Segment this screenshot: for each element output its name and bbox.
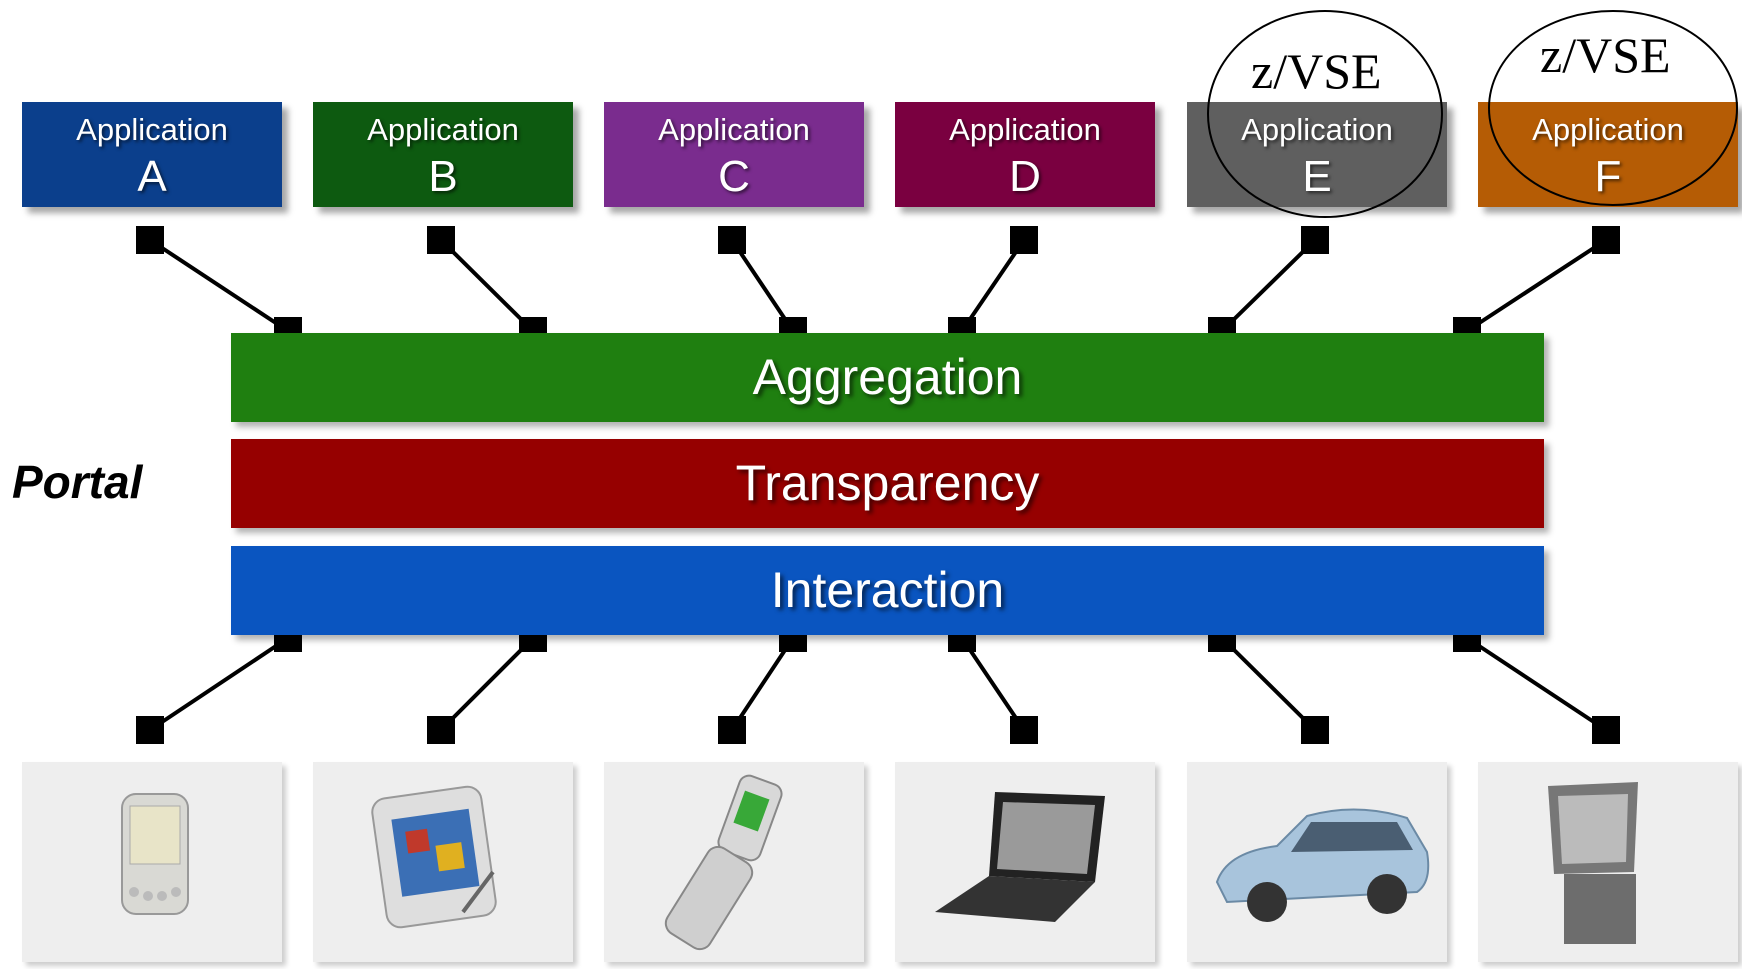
flip-phone-icon xyxy=(664,774,783,951)
application-title: Application xyxy=(367,112,519,147)
application-c-box: Application C xyxy=(604,102,864,207)
application-title: Application xyxy=(1532,112,1684,147)
zvse-label-f: z/VSE xyxy=(1540,27,1671,83)
car-icon xyxy=(1215,808,1430,922)
laptop-icon xyxy=(935,792,1105,922)
application-letter: A xyxy=(137,152,167,201)
device-tile-tablet xyxy=(313,762,573,962)
application-letter: F xyxy=(1594,152,1622,201)
application-letter: B xyxy=(428,152,458,201)
application-letter: D xyxy=(1009,152,1041,201)
transparency-layer: Transparency xyxy=(231,439,1544,528)
application-a-box: Application A xyxy=(22,102,282,207)
device-tile-phone xyxy=(604,762,864,962)
application-title: Application xyxy=(76,112,228,147)
portal-label: Portal xyxy=(12,456,143,508)
aggregation-layer: Aggregation xyxy=(231,333,1544,422)
device-tile-laptop xyxy=(895,762,1155,962)
kiosk-icon xyxy=(1548,782,1638,944)
interaction-layer: Interaction xyxy=(231,546,1544,635)
application-title: Application xyxy=(1241,112,1393,147)
application-d-box: Application D xyxy=(895,102,1155,207)
device-tile-car xyxy=(1187,762,1447,962)
zvse-label-e: z/VSE xyxy=(1251,43,1382,99)
device-tile-kiosk xyxy=(1478,762,1738,962)
tablet-icon xyxy=(371,785,497,929)
application-b-box: Application B xyxy=(313,102,573,207)
pda-icon xyxy=(121,793,189,915)
device-tile-pda xyxy=(22,762,282,962)
application-letter: E xyxy=(1302,152,1332,201)
application-f-box: Application F xyxy=(1478,102,1738,207)
application-title: Application xyxy=(658,112,810,147)
application-letter: C xyxy=(718,152,750,201)
application-title: Application xyxy=(949,112,1101,147)
